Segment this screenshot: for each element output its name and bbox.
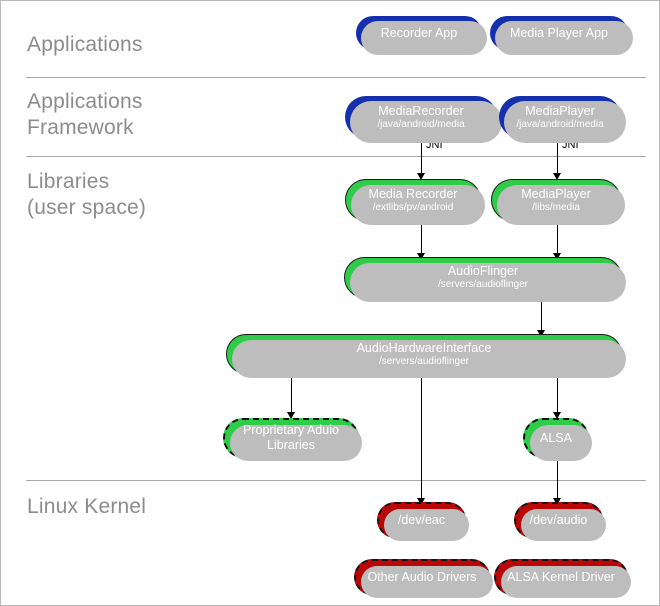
- node-title: /dev/eac: [397, 512, 446, 527]
- node-mediarecorder-framework[interactable]: MediaRecorder /java/android/media: [345, 96, 502, 143]
- node-alsa-kernel-driver[interactable]: ALSA Kernel Driver: [494, 559, 631, 598]
- node-alsa[interactable]: ALSA: [523, 418, 592, 461]
- node-shadow: [501, 566, 631, 598]
- node-mediaplayer-lib[interactable]: MediaPlayer /libs/media: [491, 179, 625, 225]
- connector-audioflinger-to-audiohardwareinterface: [541, 298, 542, 334]
- node-media-player-app[interactable]: Media Player App: [490, 16, 633, 55]
- node-title: Media Player App: [510, 25, 608, 40]
- node-title: Other Audio Drivers: [367, 569, 477, 584]
- node-mediaplayer-framework[interactable]: MediaPlayer /java/android/media: [499, 96, 626, 143]
- node-title: AudioHardwareInterface: [356, 340, 492, 355]
- layer-label-libraries: Libraries (user space): [27, 170, 147, 219]
- node-shadow: [361, 566, 493, 598]
- connector-alsa-to-dev-audio: [557, 458, 558, 502]
- divider-libraries: [26, 480, 646, 481]
- node-title-line2: Libraries: [267, 438, 315, 452]
- node-subtitle: /java/android/media: [377, 118, 465, 130]
- node-other-audio-drivers[interactable]: Other Audio Drivers: [354, 559, 493, 598]
- connector-mediaplayer-to-audioflinger: [557, 221, 558, 257]
- node-shadow: [384, 509, 469, 541]
- node-audioflinger[interactable]: AudioFlinger /servers/audioflinger: [344, 257, 626, 302]
- connector-ahi-to-proprietary-libs: [291, 374, 292, 416]
- node-shadow: [497, 185, 625, 225]
- divider-applications: [26, 77, 646, 78]
- layer-label-linux-kernel: Linux Kernel: [27, 495, 147, 518]
- node-title: MediaPlayer: [521, 186, 591, 201]
- node-proprietary-audio-libraries[interactable]: Proprietary Aduio Libraries: [223, 418, 362, 461]
- arrowhead-ahi-to-proprietary-libs: [287, 412, 295, 419]
- node-shadow: [361, 21, 487, 55]
- node-shadow: [230, 425, 362, 461]
- node-title: Recorder App: [380, 25, 458, 40]
- node-title: Media Recorder: [368, 186, 458, 201]
- node-shadow: [495, 21, 633, 55]
- node-recorder-app[interactable]: Recorder App: [356, 16, 487, 55]
- node-shadow: [504, 101, 626, 143]
- connector-mediaplayer-jni: [557, 138, 558, 178]
- node-title: MediaRecorder: [378, 103, 464, 118]
- arrowhead-mediaplayer-jni: [553, 173, 561, 180]
- layer-label-applications-framework: Applications Framework: [27, 90, 143, 139]
- node-dev-audio[interactable]: /dev/audio: [514, 502, 606, 541]
- arrowhead-mediarecorder-jni: [417, 173, 425, 180]
- connector-media-recorder-to-audioflinger: [421, 221, 422, 257]
- layer-label-applications: Applications: [27, 33, 143, 56]
- node-title: Proprietary Aduio: [243, 423, 339, 437]
- node-title: ALSA: [540, 430, 572, 445]
- node-shadow: [350, 263, 626, 302]
- node-subtitle: /servers/audioflinger: [437, 279, 529, 290]
- node-subtitle: /servers/audioflinger: [378, 355, 470, 367]
- node-title: MediaPlayer: [525, 103, 595, 118]
- node-shadow: [521, 509, 606, 541]
- connector-ahi-to-dev-eac: [421, 374, 422, 502]
- divider-applications-framework: [26, 156, 646, 157]
- node-dev-eac[interactable]: /dev/eac: [377, 502, 469, 541]
- connector-mediarecorder-jni: [421, 138, 422, 178]
- node-title: AudioFlinger: [447, 264, 519, 278]
- node-title: ALSA Kernel Driver: [507, 569, 615, 584]
- node-shadow: [350, 101, 502, 143]
- node-subtitle: /libs/media: [532, 201, 580, 213]
- node-shadow: [351, 185, 485, 225]
- node-title: /dev/audio: [529, 512, 588, 527]
- node-shadow: [530, 425, 592, 461]
- node-media-recorder-lib[interactable]: Media Recorder /extlibs/pv/android: [345, 179, 485, 225]
- arrowhead-ahi-to-alsa: [553, 412, 561, 419]
- node-subtitle: /extlibs/pv/android: [372, 201, 454, 213]
- node-shadow: [232, 340, 626, 378]
- node-audiohardwareinterface[interactable]: AudioHardwareInterface /servers/audiofli…: [226, 334, 626, 378]
- connector-ahi-to-alsa: [557, 374, 558, 416]
- node-subtitle: /java/android/media: [516, 118, 604, 130]
